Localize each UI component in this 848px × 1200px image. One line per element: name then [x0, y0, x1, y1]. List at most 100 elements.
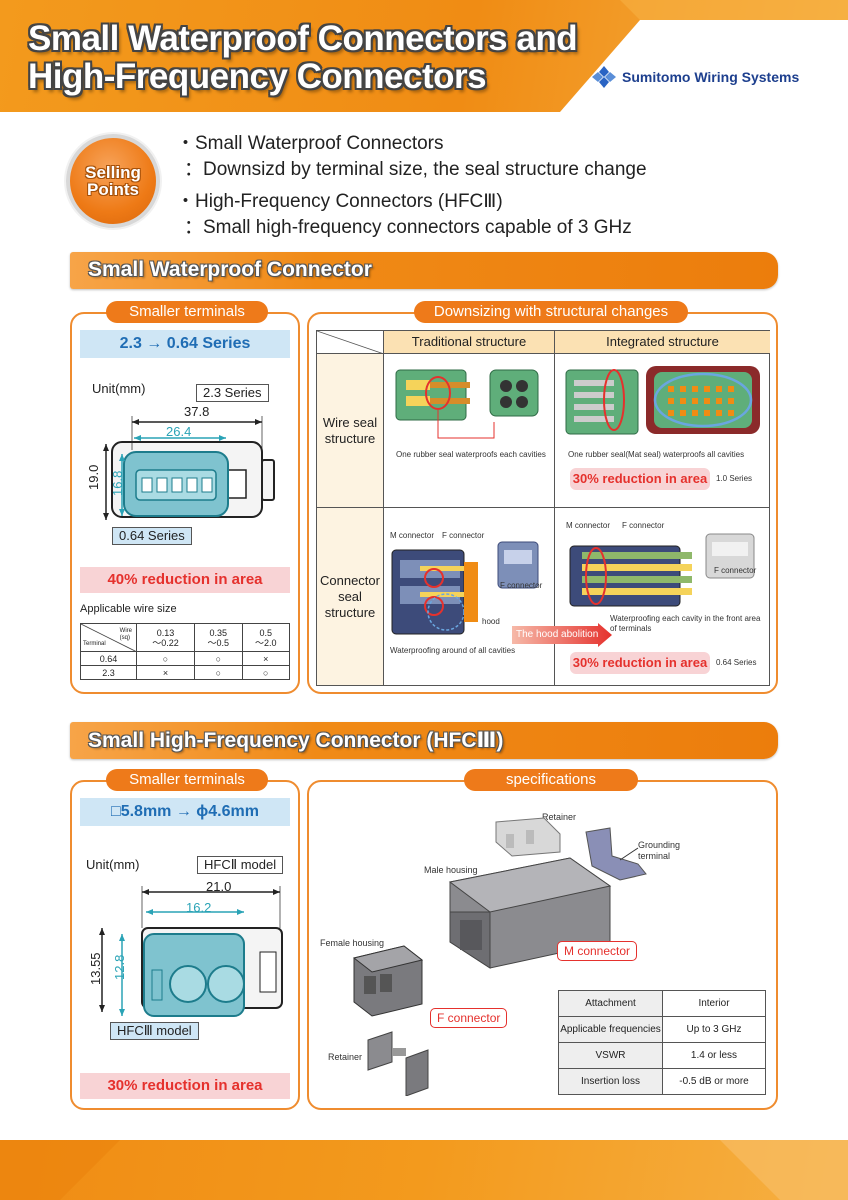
- model-label-top: HFCⅡ model: [197, 856, 284, 874]
- model-label-top: 2.3 Series: [196, 384, 269, 402]
- table-row: VSWR 1.4 or less: [558, 1042, 766, 1069]
- wire-trad-caption: One rubber seal waterproofs each cavitie…: [396, 450, 546, 459]
- conn-int-m-label: M connector: [566, 521, 611, 530]
- section-banner-high-frequency: Small High-Frequency Connector (HFCⅢ): [70, 722, 778, 759]
- dim-width-inner: 16.2: [186, 900, 212, 915]
- conn-trad-hood-label: hood: [482, 617, 500, 626]
- conn-trad-m-label: M connector: [390, 531, 435, 540]
- wire-int-series: 1.0 Series: [716, 474, 753, 483]
- spec-value: Interior: [662, 990, 766, 1017]
- dim-height-inner: 16.8: [110, 470, 125, 496]
- panel-tab: Smaller terminals: [106, 301, 268, 323]
- structure-comparison-table: Traditional structure Integrated structu…: [316, 330, 770, 686]
- wire-size-table: Wire (sq) Terminal 0.13 〜0.22 0.35 〜0.5 …: [80, 623, 291, 680]
- series-label: □5.8mm → ϕ4.6mm: [80, 798, 290, 826]
- selling-points-list: ・Small Waterproof Connectors ：Downsizd b…: [176, 131, 647, 241]
- footer-decoration: [0, 1140, 848, 1200]
- conn-int-f-side-label: F connector: [714, 566, 757, 575]
- spec-value: -0.5 dB or more: [662, 1068, 766, 1095]
- spec-key: Applicable frequencies: [558, 1016, 663, 1043]
- wire-cell: ○: [194, 651, 243, 666]
- spec-key: Insertion loss: [558, 1068, 663, 1095]
- table-corner: [316, 330, 385, 355]
- wire-cell: ○: [194, 665, 243, 680]
- table-row: Applicable frequencies Up to 3 GHz: [558, 1016, 766, 1043]
- dim-height-outer: 19.0: [86, 464, 101, 490]
- series-label: 2.3 → 0.64 Series: [80, 330, 290, 358]
- conn-int-f-label: F connector: [622, 521, 665, 530]
- corner-terminal: Terminal: [83, 641, 106, 647]
- connector-seal-traditional-illustration: [391, 541, 539, 635]
- label-retainer-top: Retainer: [542, 812, 577, 822]
- point-2-title: ・High-Frequency Connectors (HFCⅢ): [176, 191, 503, 212]
- dim-width-outer: 37.8: [184, 404, 210, 419]
- wire-int-reduction: 30% reduction in area: [570, 468, 710, 490]
- conn-int-reduction: 30% reduction in area: [570, 652, 710, 674]
- reduction-label: 40% reduction in area: [80, 567, 290, 593]
- page-title-line1: Small Waterproof Connectors and: [28, 19, 578, 58]
- dim-height-outer: 13.55: [88, 952, 103, 985]
- callout-f-connector: F connector: [430, 1008, 508, 1028]
- wire-cell: ×: [241, 651, 291, 666]
- table-row: 0.64 ○ ○ ×: [80, 651, 291, 666]
- model-label-bottom: HFCⅢ model: [110, 1022, 199, 1040]
- hood-abolition-label: The hood abolition: [516, 629, 599, 640]
- selling-points-badge: Selling Points: [66, 134, 160, 228]
- wire-cell: ○: [135, 651, 196, 666]
- wire-cell: ○: [241, 665, 291, 680]
- row-wire-seal: Wire seal structure: [317, 354, 384, 508]
- cell-conn-trad: [384, 508, 555, 685]
- hood-abolition-arrow: [512, 623, 612, 647]
- label-female-housing: Female housing: [320, 938, 385, 948]
- corner-seal: (sq): [119, 635, 130, 641]
- wire-size-title: Applicable wire size: [80, 603, 177, 615]
- spec-value: Up to 3 GHz: [662, 1016, 766, 1043]
- logo-text: Sumitomo Wiring Systems: [622, 69, 800, 85]
- wire-col-3: 0.5 〜2.0: [241, 623, 291, 652]
- spec-value: 1.4 or less: [662, 1042, 766, 1069]
- header-white-wedge: [560, 0, 848, 112]
- section-title: Small High-Frequency Connector (HFCⅢ): [88, 729, 504, 752]
- wire-row-terminal: 0.64: [80, 651, 137, 666]
- corner-diagonal: [81, 624, 137, 652]
- cell-wire-int: [555, 354, 770, 508]
- hfc-exploded-illustration: [352, 817, 647, 1096]
- conn-trad-caption: Waterproofing around of all cavities: [390, 646, 516, 655]
- table-row: Attachment Interior: [558, 990, 766, 1017]
- panel-tab: specifications: [464, 769, 638, 791]
- wire-table-corner: Wire (sq) Terminal: [80, 623, 137, 652]
- wire-cell: ×: [135, 665, 196, 680]
- conn-trad-f-label: F connector: [442, 531, 485, 540]
- conn-trad-f-side-label: F connector: [500, 581, 543, 590]
- label-retainer-bottom: Retainer: [328, 1052, 363, 1062]
- model-label-bottom: 0.64 Series: [112, 527, 192, 545]
- badge-line2: Points: [87, 180, 139, 199]
- connector-seal-integrated-illustration: [569, 533, 755, 607]
- page-header: Small Waterproof Connectors and High-Fre…: [0, 0, 848, 112]
- spec-table: Attachment Interior Applicable frequenci…: [558, 990, 766, 1095]
- table-row: Insertion loss -0.5 dB or more: [558, 1068, 766, 1095]
- page-title-line2: High-Frequency Connectors: [28, 57, 487, 96]
- wire-col-2: 0.35 〜0.5: [194, 623, 243, 652]
- corner-wire: Wire: [119, 628, 132, 634]
- conn-int-caption-2: of terminals: [610, 624, 652, 633]
- dim-width-outer: 21.0: [206, 879, 232, 894]
- col-integrated: Integrated structure: [555, 331, 770, 354]
- row-connector-seal: Connector seal structure: [317, 508, 384, 685]
- wire-seal-integrated-illustration: [565, 366, 760, 435]
- spec-key: VSWR: [558, 1042, 663, 1069]
- conn-int-caption-1: Waterproofing each cavity in the front a…: [610, 614, 761, 623]
- table-row: 2.3 × ○ ○: [80, 665, 291, 680]
- badge-line1: Selling: [85, 163, 141, 182]
- wire-int-caption: One rubber seal(Mat seal) waterproofs al…: [568, 450, 745, 459]
- unit-label: Unit(mm): [92, 381, 146, 396]
- reduction-label: 30% reduction in area: [80, 1073, 290, 1099]
- point-2-desc: ：Small high-frequency connectors capable…: [184, 217, 632, 238]
- spec-key: Attachment: [558, 990, 663, 1017]
- callout-m-connector: M connector: [557, 941, 638, 961]
- label-grounding-2: terminal: [638, 851, 671, 861]
- unit-label: Unit(mm): [86, 857, 140, 872]
- cell-wire-trad: [384, 354, 555, 508]
- wire-row-terminal: 2.3: [80, 665, 137, 680]
- hfc-dimension-drawing: [99, 886, 283, 1017]
